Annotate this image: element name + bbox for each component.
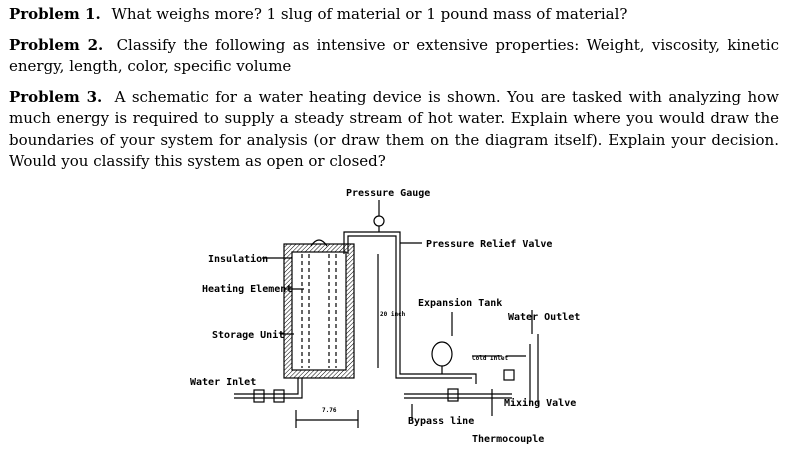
problem-list: Problem 1. What weighs more? 1 slug of m… <box>9 4 779 182</box>
label-thermocouple: Thermocouple <box>472 434 544 445</box>
label-insulation: Insulation <box>208 253 268 265</box>
problem-2: Problem 2. Classify the following as int… <box>9 35 779 78</box>
problem-1-text: What weighs more? 1 slug of material or … <box>111 5 628 23</box>
problem-1: Problem 1. What weighs more? 1 slug of m… <box>9 4 779 26</box>
problem-3-text: A schematic for a water heating device i… <box>9 87 779 171</box>
expansion-tank <box>431 341 453 367</box>
heating-element-loop <box>310 239 328 247</box>
pressure-gauge <box>373 215 385 227</box>
problem-2-label: Problem 2. <box>9 35 104 54</box>
bypass-valve <box>447 388 459 402</box>
label-dimension-776: 7.76 <box>322 407 337 414</box>
problem-2-text: Classify the following as intensive or e… <box>9 35 779 76</box>
label-water-outlet: Water Outlet <box>508 312 580 323</box>
storage-tank <box>291 251 347 371</box>
label-cold-inlet: Cold Inlet <box>472 355 509 362</box>
label-pressure-gauge: Pressure Gauge <box>346 188 430 199</box>
label-storage-unit: Storage Unit <box>212 329 284 341</box>
water-heater-schematic: Pressure Gauge Pressure Relief Valve Ins… <box>190 188 580 445</box>
mixing-valve <box>503 369 515 381</box>
hot-water-pipe <box>343 231 477 384</box>
problem-3-label: Problem 3. <box>9 87 103 106</box>
label-mixing-valve: Mixing Valve <box>504 397 576 409</box>
problem-1-label: Problem 1. <box>9 5 101 23</box>
label-bypass-line: Bypass line <box>408 415 474 427</box>
label-water-inlet: Water Inlet <box>190 377 256 388</box>
label-dimension-20-inch: 20 inch <box>380 311 406 318</box>
label-expansion-tank: Expansion Tank <box>418 297 502 309</box>
problem-3: Problem 3. A schematic for a water heati… <box>9 87 779 173</box>
label-pressure-relief-valve: Pressure Relief Valve <box>426 238 552 250</box>
water-inlet-pipe <box>234 378 299 395</box>
heating-element <box>301 254 337 368</box>
label-heating-element: Heating Element <box>202 283 292 295</box>
